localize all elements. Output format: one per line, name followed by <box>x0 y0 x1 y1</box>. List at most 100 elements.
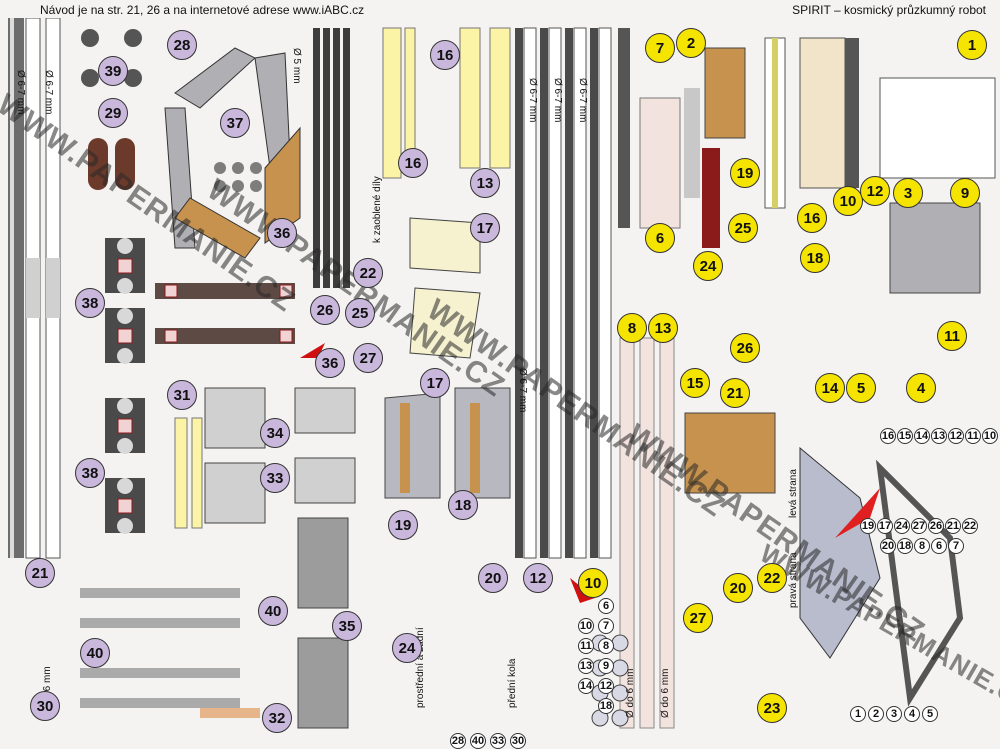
legend-badge: 8 <box>914 538 930 554</box>
part-number: 8 <box>617 313 647 343</box>
diameter-label: Ø do 6 mm <box>660 669 671 718</box>
legend-badge: 24 <box>894 518 910 534</box>
part-number: 6 <box>645 223 675 253</box>
part-number: 14 <box>815 373 845 403</box>
diameter-label: Ø 5 mm <box>291 48 302 84</box>
diameter-label: Ø 6-7 mm <box>552 78 563 122</box>
part-number: 17 <box>420 368 450 398</box>
legend-badge: 15 <box>897 428 913 444</box>
part-number: 19 <box>730 158 760 188</box>
part-number: 27 <box>353 343 383 373</box>
part-number: 13 <box>648 313 678 343</box>
legend-badge: 26 <box>928 518 944 534</box>
part-number: 19 <box>388 510 418 540</box>
legend-badge: 8 <box>598 638 614 654</box>
diameter-label: Ø 6-7 mm <box>43 70 54 114</box>
part-number: 17 <box>470 213 500 243</box>
part-number: 24 <box>693 251 723 281</box>
part-number: 23 <box>757 693 787 723</box>
part-number: 11 <box>937 321 967 351</box>
legend-badge: 27 <box>911 518 927 534</box>
legend-badge: 1 <box>850 706 866 722</box>
diameter-label: Ø 6-7 mm <box>527 78 538 122</box>
legend-badge: 9 <box>598 658 614 674</box>
part-number: 3 <box>893 178 923 208</box>
legend-badge: 13 <box>578 658 594 674</box>
part-number: 32 <box>262 703 292 733</box>
side-label: levá strana <box>788 469 799 518</box>
legend-badge: 4 <box>904 706 920 722</box>
part-number: 40 <box>258 596 288 626</box>
part-number: 37 <box>220 108 250 138</box>
legend-badge: 14 <box>914 428 930 444</box>
part-number: 28 <box>167 30 197 60</box>
part-number: 29 <box>98 98 128 128</box>
instructions-text: Návod je na str. 21, 26 a na internetové… <box>40 3 364 17</box>
legend-badge: 14 <box>578 678 594 694</box>
legend-row: 1 2 3 4 5 <box>850 706 938 722</box>
part-number: 7 <box>645 33 675 63</box>
legend-badge: 12 <box>598 678 614 694</box>
legend-badge: 6 <box>931 538 947 554</box>
legend-badge: 22 <box>962 518 978 534</box>
note-label: přední kola <box>507 659 518 708</box>
part-number: 15 <box>680 368 710 398</box>
diameter-label: Ø 6-7 mm <box>15 70 26 114</box>
legend-row: 19 17 24 27 26 21 22 <box>860 518 978 534</box>
legend-badge: 11 <box>578 638 594 654</box>
legend-row: 20 18 8 6 7 <box>880 538 964 554</box>
part-number: 18 <box>448 490 478 520</box>
part-number: 39 <box>98 56 128 86</box>
legend-badge: 17 <box>877 518 893 534</box>
legend-row: 16 15 14 13 12 11 10 <box>880 428 998 444</box>
part-number: 36 <box>267 218 297 248</box>
part-number: 24 <box>392 633 422 663</box>
legend-badge: 18 <box>897 538 913 554</box>
legend-badge: 16 <box>880 428 896 444</box>
legend-badge: 7 <box>598 618 614 634</box>
parts-sheet: WWW.PAPERMANIE.CZ WWW.PAPERMANIE.CZ WWW.… <box>0 18 1000 740</box>
part-number: 20 <box>723 573 753 603</box>
legend-badge: 12 <box>948 428 964 444</box>
part-number: 33 <box>260 463 290 493</box>
part-number: 30 <box>30 691 60 721</box>
legend-badge: 40 <box>470 733 486 749</box>
part-number: 18 <box>800 243 830 273</box>
part-number: 22 <box>757 563 787 593</box>
part-number: 1 <box>957 30 987 60</box>
part-number: 38 <box>75 288 105 318</box>
legend-badge: 3 <box>886 706 902 722</box>
diameter-label: Ø do 6 mm <box>625 669 636 718</box>
legend-column: 6 7 8 9 12 18 <box>598 598 614 714</box>
part-number: 21 <box>25 558 55 588</box>
legend-badge: 10 <box>982 428 998 444</box>
part-number: 16 <box>797 203 827 233</box>
legend-badge: 10 <box>578 618 594 634</box>
part-number: 12 <box>860 176 890 206</box>
part-number: 16 <box>398 148 428 178</box>
sheet-title: SPIRIT – kosmický průzkumný robot <box>792 3 986 17</box>
part-number: 31 <box>167 380 197 410</box>
part-number: 2 <box>676 28 706 58</box>
part-number: 27 <box>683 603 713 633</box>
part-number: 38 <box>75 458 105 488</box>
part-number: 34 <box>260 418 290 448</box>
part-number: 10 <box>578 568 608 598</box>
diameter-label: Ø 6-7 mm <box>577 78 588 122</box>
part-number: 26 <box>310 295 340 325</box>
part-number: 35 <box>332 611 362 641</box>
part-number: 25 <box>345 298 375 328</box>
legend-badge: 11 <box>965 428 981 444</box>
legend-badge: 6 <box>598 598 614 614</box>
part-number: 10 <box>833 186 863 216</box>
legend-badge: 5 <box>922 706 938 722</box>
part-number: 12 <box>523 563 553 593</box>
legend-badge: 28 <box>450 733 466 749</box>
part-number: 21 <box>720 378 750 408</box>
legend-badge: 30 <box>510 733 526 749</box>
diameter-label: Ø 6-7 mm <box>517 368 528 412</box>
legend-badge: 21 <box>945 518 961 534</box>
side-label: pravá strana <box>788 552 799 608</box>
part-number: 9 <box>950 178 980 208</box>
legend-badge: 20 <box>880 538 896 554</box>
